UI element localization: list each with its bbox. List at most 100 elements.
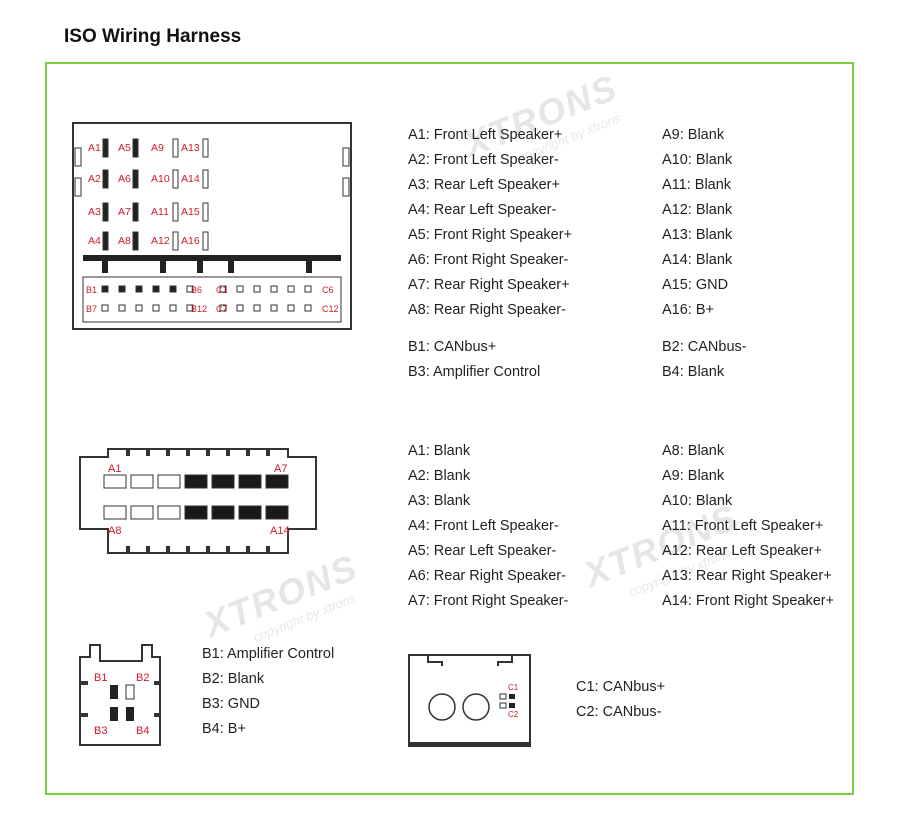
pin-desc: B2: Blank bbox=[202, 671, 265, 687]
pin-desc: A5: Front Right Speaker+ bbox=[408, 227, 573, 243]
pin-slot bbox=[304, 304, 312, 312]
pin-label: A1 bbox=[88, 142, 101, 154]
pin-desc: A7: Rear Right Speaker+ bbox=[408, 277, 570, 293]
pin-label: B3 bbox=[94, 725, 107, 737]
pin-slot bbox=[238, 474, 262, 489]
pin-slot bbox=[157, 505, 181, 520]
pin-desc: A8: Blank bbox=[662, 443, 725, 459]
pin-slot bbox=[132, 169, 139, 189]
pin-desc: A11: Blank bbox=[662, 177, 732, 193]
pin-slot bbox=[265, 505, 289, 520]
connector-c-diagram: B1 B2 B3 B4 bbox=[79, 644, 161, 746]
pin-slot bbox=[270, 304, 278, 312]
pin-slot bbox=[172, 169, 179, 189]
pin-slot bbox=[132, 138, 139, 158]
pin-label: C7 bbox=[216, 304, 228, 314]
pin-desc: B1: CANbus+ bbox=[408, 339, 497, 355]
pin-slot bbox=[102, 202, 109, 222]
pin-slot bbox=[202, 231, 209, 251]
pin-slot bbox=[118, 285, 126, 293]
pin-label: A10 bbox=[151, 173, 170, 185]
pin-slot bbox=[172, 231, 179, 251]
connector-a-b-list-col1: B1: CANbus+ B3: Amplifier Control bbox=[408, 335, 540, 385]
page-title: ISO Wiring Harness bbox=[64, 26, 242, 47]
pin-slot bbox=[101, 285, 109, 293]
pin-slot bbox=[130, 505, 154, 520]
pin-desc: A15: GND bbox=[662, 277, 729, 293]
pin-label: A13 bbox=[181, 142, 200, 154]
pin-slot bbox=[184, 505, 208, 520]
pin-label: B6 bbox=[191, 285, 202, 295]
connector-b-list-col1: A1: Blank A2: Blank A3: Blank A4: Front … bbox=[408, 439, 568, 614]
pin-slot bbox=[253, 304, 261, 312]
pin-desc: B1: Amplifier Control bbox=[202, 646, 335, 662]
pin-desc: A6: Rear Right Speaker- bbox=[408, 568, 566, 584]
pin-label: A7 bbox=[274, 463, 287, 475]
pin-slot bbox=[219, 304, 227, 312]
pin-slot bbox=[287, 285, 295, 293]
pin-label: B1 bbox=[86, 285, 97, 295]
pin-slot bbox=[270, 285, 278, 293]
pin-desc: A8: Rear Right Speaker- bbox=[408, 302, 566, 318]
pin-desc: A11: Front Left Speaker+ bbox=[662, 518, 824, 534]
connector-d-diagram: C1 C2 bbox=[408, 654, 531, 747]
pin-label: A12 bbox=[151, 235, 170, 247]
pin-label: B7 bbox=[86, 304, 97, 314]
pin-slot bbox=[157, 474, 181, 489]
pin-slot bbox=[304, 285, 312, 293]
connector-a-b-list-col2: B2: CANbus- B4: Blank bbox=[662, 335, 747, 385]
pin-slot bbox=[152, 285, 160, 293]
pin-label: B2 bbox=[136, 672, 149, 684]
pin-slot bbox=[202, 169, 209, 189]
pin-label: A14 bbox=[181, 173, 200, 185]
pin-label: B12 bbox=[191, 304, 207, 314]
pin-slot bbox=[202, 202, 209, 222]
pin-desc: B2: CANbus- bbox=[662, 339, 747, 355]
pin-desc: B4: B+ bbox=[202, 721, 246, 737]
pin-slot bbox=[132, 202, 139, 222]
pin-slot bbox=[172, 202, 179, 222]
pin-label: B4 bbox=[136, 725, 149, 737]
pin-desc: C1: CANbus+ bbox=[576, 679, 666, 695]
pin-slot bbox=[102, 169, 109, 189]
pin-slot bbox=[103, 505, 127, 520]
connector-a-list-col2: A9: Blank A10: Blank A11: Blank A12: Bla… bbox=[662, 123, 732, 323]
pin-slot bbox=[130, 474, 154, 489]
pin-desc: A4: Rear Left Speaker- bbox=[408, 202, 557, 218]
pin-slot bbox=[135, 304, 143, 312]
pin-slot bbox=[172, 138, 179, 158]
connector-b-list-col2: A8: Blank A9: Blank A10: Blank A11: Fron… bbox=[662, 439, 834, 614]
pin-desc: A1: Front Left Speaker+ bbox=[408, 127, 563, 143]
connector-d-list: C1: CANbus+ C2: CANbus- bbox=[576, 675, 665, 725]
pin-slot bbox=[219, 285, 227, 293]
pin-slot bbox=[184, 474, 208, 489]
pin-slot bbox=[152, 304, 160, 312]
pin-desc: A10: Blank bbox=[662, 152, 733, 168]
pin-desc: B4: Blank bbox=[662, 364, 725, 380]
pin-slot bbox=[118, 304, 126, 312]
pin-slot bbox=[132, 231, 139, 251]
pin-label: C12 bbox=[322, 304, 339, 314]
pin-desc: A2: Front Left Speaker- bbox=[408, 152, 559, 168]
pin-slot bbox=[169, 285, 177, 293]
connector-a-list-col1: A1: Front Left Speaker+ A2: Front Left S… bbox=[408, 123, 572, 323]
pin-label: C6 bbox=[322, 285, 334, 295]
diagram-frame bbox=[45, 62, 854, 795]
pin-slot bbox=[102, 231, 109, 251]
pin-desc: C2: CANbus- bbox=[576, 704, 662, 720]
pin-desc: A1: Blank bbox=[408, 443, 471, 459]
pin-desc: A6: Front Right Speaker- bbox=[408, 252, 569, 268]
pin-slot bbox=[202, 138, 209, 158]
pin-desc: A2: Blank bbox=[408, 468, 471, 484]
pin-slot bbox=[236, 285, 244, 293]
pin-desc: A14: Blank bbox=[662, 252, 733, 268]
pin-desc: A4: Front Left Speaker- bbox=[408, 518, 559, 534]
pin-label: A8 bbox=[118, 235, 131, 247]
pin-slot bbox=[102, 138, 109, 158]
pin-label: C1 bbox=[508, 683, 519, 692]
pin-slot bbox=[238, 505, 262, 520]
pin-desc: A12: Blank bbox=[662, 202, 733, 218]
pin-desc: B3: Amplifier Control bbox=[408, 364, 541, 380]
pin-slot bbox=[211, 505, 235, 520]
